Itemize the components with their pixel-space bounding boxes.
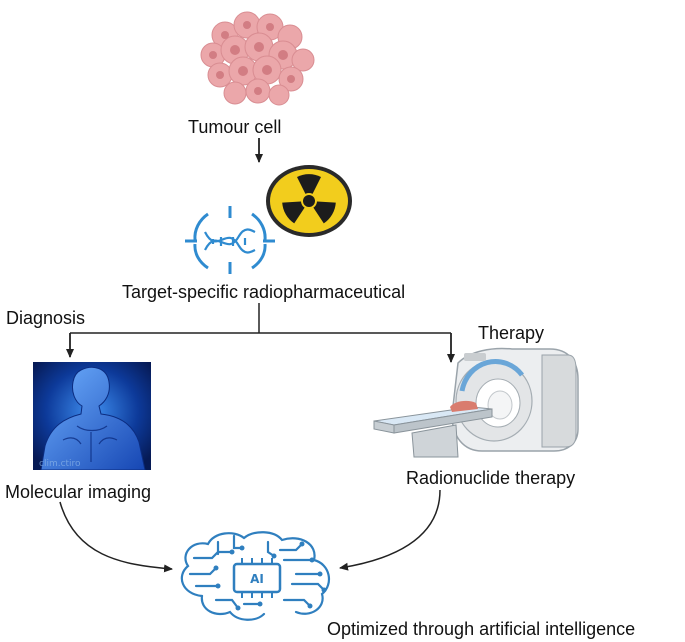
diagnosis-label: Diagnosis [6,308,86,328]
ai-optimization-label: Optimized through artificial intelligenc… [327,619,636,639]
tumour-cell-icon [200,11,315,106]
dna-target-icon [185,206,275,274]
scanner-machine-image [373,347,579,458]
arrow-therapy-to-ai [339,489,441,571]
human-body-scan-image: clim.ctiro [33,362,151,470]
therapy-branch-label: Therapy [478,323,545,343]
radionuclide-therapy-label: Radionuclide therapy [406,468,576,488]
radiation-icon [266,165,352,237]
arrow-imaging-to-ai [59,501,173,573]
ai-brain-icon: AI [180,531,331,621]
radiopharmaceutical-label: Target-specific radiopharmaceutical [122,282,406,302]
tumour-cell-label: Tumour cell [188,117,282,137]
molecular-imaging-label: Molecular imaging [5,482,152,502]
watermark-text: clim.ctiro [39,459,81,469]
ai-chip-text: AI [250,572,264,586]
